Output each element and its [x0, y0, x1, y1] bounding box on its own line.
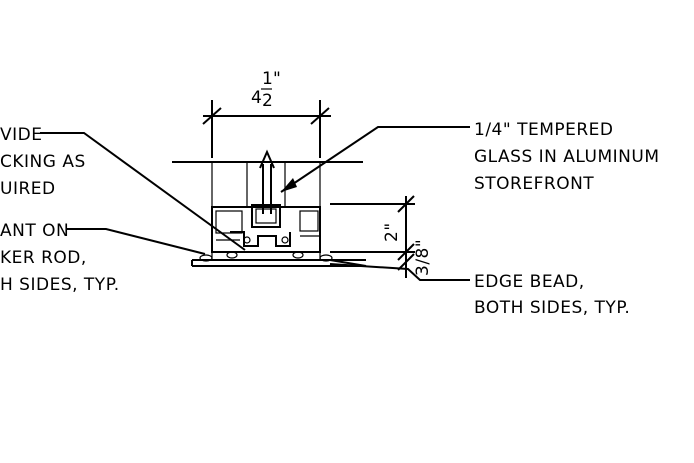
callout-right-top-line-2: GLASS IN ALUMINUM — [474, 147, 660, 167]
callout-left-bottom-line-1: ANT ON — [0, 221, 69, 241]
callout-left-top: VIDE CKING AS UIRED — [0, 125, 86, 199]
storefront-frame — [211, 204, 321, 253]
callout-left-bottom-line-3: H SIDES, TYP. — [0, 275, 120, 295]
width-whole: 4 — [251, 88, 262, 108]
callout-right-bottom-line-2: BOTH SIDES, TYP. — [474, 298, 630, 318]
height-dimension: 2" 3/8" — [330, 195, 433, 278]
callout-left-top-line-1: VIDE — [0, 125, 42, 145]
callout-left-bottom: ANT ON KER ROD, H SIDES, TYP. — [0, 221, 120, 295]
width-dimension: 4 1 2 " — [202, 69, 331, 158]
leader-lines — [40, 126, 470, 281]
callout-left-top-line-2: CKING AS — [0, 152, 86, 172]
callout-right-bottom-line-1: EDGE BEAD, — [474, 272, 585, 292]
callout-right-top: 1/4" TEMPERED GLASS IN ALUMINUM STOREFRO… — [474, 120, 660, 194]
callout-left-bottom-line-2: KER ROD, — [0, 248, 87, 268]
width-fraction-num: 1 — [262, 69, 273, 89]
callout-right-top-line-3: STOREFRONT — [474, 174, 594, 194]
callout-right-bottom: EDGE BEAD, BOTH SIDES, TYP. — [474, 272, 630, 318]
callout-left-top-line-3: UIRED — [0, 179, 56, 199]
callout-right-top-line-1: 1/4" TEMPERED — [474, 120, 614, 140]
width-inch-mark: " — [273, 69, 281, 89]
width-fraction-den: 2 — [262, 91, 273, 111]
height-label: 2" — [382, 222, 402, 242]
small-gap-label: 3/8" — [413, 239, 433, 276]
sill-base — [191, 251, 367, 267]
